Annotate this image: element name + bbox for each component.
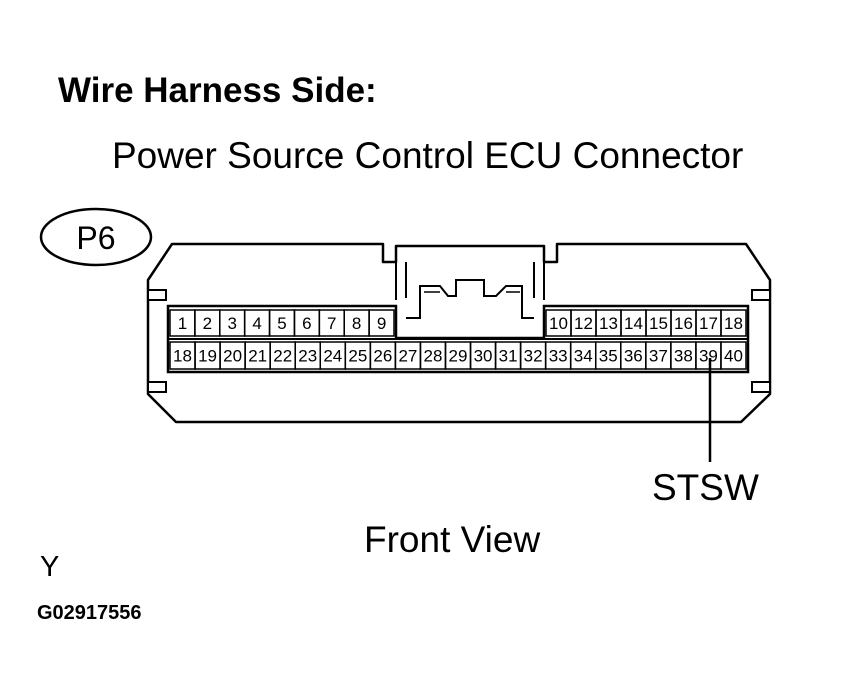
terminal-top-9-number: 9 (377, 314, 386, 333)
terminal-grid-outline (166, 304, 750, 374)
terminal-bottom-25-number: 25 (348, 347, 367, 366)
terminal-bottom-26-number: 26 (373, 347, 392, 366)
terminal-bottom-30-number: 30 (474, 347, 493, 366)
right-notch-top (751, 289, 771, 301)
terminal-bottom-38-number: 38 (674, 347, 693, 366)
connector-code: P6 (76, 220, 115, 256)
terminal-top-10-number: 10 (549, 314, 568, 333)
terminal-top-9-cell (368, 309, 395, 337)
pin-signal-label: STSW (652, 467, 759, 508)
terminal-bottom-32-number: 32 (524, 347, 543, 366)
terminal-top-18-cell (720, 309, 747, 337)
right-notch-bottom (751, 381, 771, 393)
page-title: Wire Harness Side: (58, 71, 377, 110)
terminal-bottom-23-number: 23 (298, 347, 317, 366)
terminal-bottom-24-number: 24 (323, 347, 342, 366)
terminal-bottom-36-number: 36 (624, 347, 643, 366)
terminal-top-4-number: 4 (252, 314, 261, 333)
lock-bay (395, 262, 545, 300)
terminal-bottom-18-number: 18 (173, 347, 192, 366)
terminal-top-3-number: 3 (227, 314, 236, 333)
terminal-top-8-number: 8 (352, 314, 361, 333)
terminal-top-6-number: 6 (302, 314, 311, 333)
terminal-top-14-number: 14 (624, 314, 643, 333)
terminal-bottom-22-number: 22 (273, 347, 292, 366)
left-notch-top (147, 289, 167, 301)
terminal-top-12-number: 12 (574, 314, 593, 333)
terminal-bottom-40-number: 40 (724, 347, 743, 366)
figure-code: G02917556 (37, 602, 142, 624)
terminal-bottom-19-number: 19 (198, 347, 217, 366)
left-notch-bottom (147, 381, 167, 393)
terminal-bottom-40-cell (720, 341, 747, 370)
terminal-top-15-number: 15 (649, 314, 668, 333)
terminal-top-17-number: 17 (699, 314, 718, 333)
terminal-top-16-number: 16 (674, 314, 693, 333)
terminal-top-7-number: 7 (327, 314, 336, 333)
terminal-top-13-number: 13 (599, 314, 618, 333)
terminal-bottom-39-number: 39 (699, 347, 718, 366)
terminal-bottom-33-number: 33 (549, 347, 568, 366)
terminal-bottom-29-number: 29 (449, 347, 468, 366)
terminal-bottom-37-number: 37 (649, 347, 668, 366)
terminal-bottom-34-number: 34 (574, 347, 593, 366)
terminal-bottom-35-number: 35 (599, 347, 618, 366)
terminal-top-18-number: 18 (724, 314, 743, 333)
terminal-bottom-20-number: 20 (223, 347, 242, 366)
terminal-top-1-number: 1 (178, 314, 187, 333)
terminal-top-5-number: 5 (277, 314, 286, 333)
terminal-bottom-31-number: 31 (499, 347, 518, 366)
view-label: Front View (364, 519, 541, 560)
connector-code-oval (39, 207, 153, 267)
lock-latch (406, 279, 534, 319)
connector-housing (146, 242, 772, 424)
connector-name: Power Source Control ECU Connector (112, 135, 744, 176)
terminal-bottom-27-number: 27 (398, 347, 417, 366)
corner-letter: Y (40, 551, 60, 583)
terminal-bottom-21-number: 21 (248, 347, 267, 366)
terminal-top-2-number: 2 (203, 314, 212, 333)
terminal-bottom-28-number: 28 (423, 347, 442, 366)
